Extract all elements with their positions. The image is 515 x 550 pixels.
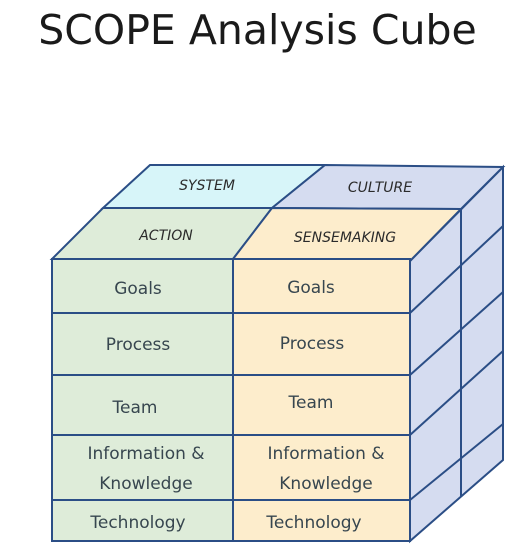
- action-technology-label: Technology: [90, 513, 186, 533]
- label-action: ACTION: [139, 228, 193, 244]
- action-process-label: Process: [105, 335, 171, 355]
- page-title: SCOPE Analysis Cube: [38, 6, 477, 54]
- action-team-label: Team: [112, 398, 158, 418]
- label-system: SYSTEM: [179, 178, 235, 194]
- sensemaking-goals-label: Goals: [287, 278, 335, 298]
- action-information-knowledge-label: Information & Knowledge: [87, 444, 205, 494]
- sensemaking-technology-label: Technology: [266, 513, 362, 533]
- action-goals-label: Goals: [114, 279, 162, 299]
- side-divider-line: [409, 423, 504, 501]
- side-divider-line: [409, 225, 504, 314]
- sensemaking-information-knowledge-label: Information & Knowledge: [267, 444, 385, 494]
- front-left-column: [51, 258, 234, 542]
- side-divider-line: [409, 350, 504, 436]
- side-divider-line: [409, 291, 504, 376]
- label-sensemaking: SENSEMAKING: [293, 230, 397, 246]
- sensemaking-process-label: Process: [279, 334, 345, 354]
- sensemaking-team-label: Team: [288, 393, 334, 413]
- front-right-column: [232, 258, 411, 542]
- label-culture: CULTURE: [347, 180, 413, 196]
